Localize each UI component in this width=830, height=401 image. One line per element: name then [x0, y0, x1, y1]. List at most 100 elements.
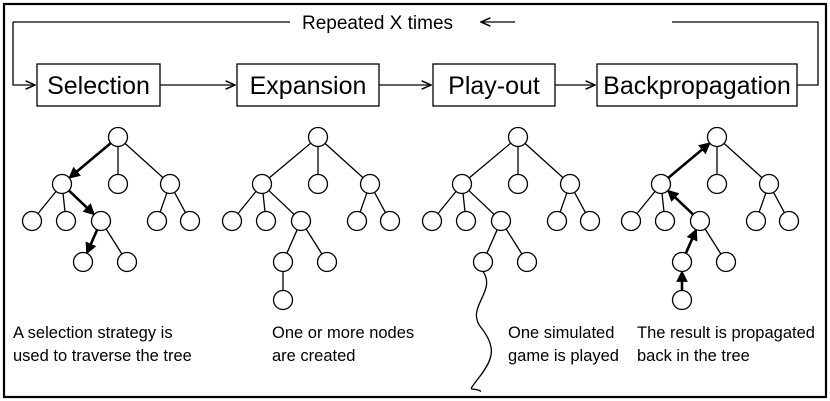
phase-playout-label: Play-out: [448, 72, 540, 100]
tree-node: [307, 126, 329, 148]
tree-edge: [359, 192, 368, 213]
tree-edge: [468, 142, 512, 179]
tree-edge: [772, 192, 786, 213]
tree-node: [272, 289, 294, 311]
caption-backpropagation-line2: back in the tree: [637, 347, 750, 365]
tree-edge: [373, 192, 387, 213]
phase-selection-box: Selection: [36, 63, 161, 107]
tree-node: [251, 173, 273, 195]
tree-node: [706, 173, 728, 195]
tree-node: [221, 210, 243, 232]
phase-backpropagation-label: Backpropagation: [603, 72, 791, 100]
caption-expansion-line2: are created: [272, 347, 355, 365]
caption-selection: A selection strategy is used to traverse…: [13, 324, 192, 365]
tree-edge: [723, 142, 763, 179]
tree-node: [507, 126, 529, 148]
tree-edge: [268, 142, 312, 179]
tree-edge: [636, 190, 656, 215]
caption-expansion-line1: One or more nodes: [272, 324, 414, 342]
caption-playout: One simulated game is played: [508, 324, 619, 365]
tree-node: [146, 210, 168, 232]
trees-layer: [21, 126, 800, 393]
caption-expansion: One or more nodes are created: [272, 324, 414, 365]
tree-edge: [173, 192, 187, 213]
caption-playout-line2: game is played: [508, 347, 619, 365]
tree-edge: [124, 142, 164, 179]
tree-edge: [524, 142, 564, 179]
phase-backpropagation-box: Backpropagation: [596, 63, 798, 107]
tree-edge: [62, 193, 66, 212]
tree-node: [654, 210, 676, 232]
tree-node: [706, 126, 728, 148]
tree-node: [159, 173, 181, 195]
tree-node: [671, 289, 693, 311]
tree-edge: [105, 228, 123, 255]
tree-selection: [21, 126, 201, 273]
tree-node: [307, 173, 329, 195]
tree-path-arrow: [85, 229, 99, 255]
tree-edge: [268, 190, 295, 215]
tree-node: [579, 210, 601, 232]
tree-node: [359, 173, 381, 195]
tree-edge: [159, 192, 168, 213]
tree-edge: [262, 193, 266, 212]
tree-node: [379, 210, 401, 232]
caption-selection-line1: A selection strategy is: [13, 324, 173, 342]
tree-node: [346, 210, 368, 232]
tree-path-arrow: [666, 189, 695, 216]
tree-playout: [421, 126, 601, 393]
tree-edge: [661, 193, 665, 212]
tree-edge: [486, 229, 498, 254]
loop-label: Repeated X times: [302, 13, 453, 34]
tree-node: [715, 251, 737, 273]
tree-edge: [704, 228, 722, 255]
tree-node: [316, 251, 338, 273]
tree-node: [745, 210, 767, 232]
tree-node: [107, 173, 129, 195]
caption-backpropagation-line1: The result is propagated: [637, 324, 815, 342]
tree-node: [21, 210, 43, 232]
tree-path-arrow: [67, 189, 96, 216]
phase-selection-label: Selection: [47, 72, 150, 100]
tree-node: [451, 173, 473, 195]
tree-node: [455, 210, 477, 232]
tree-node: [758, 173, 780, 195]
tree-edge: [286, 229, 298, 254]
tree-edge: [305, 228, 323, 255]
tree-edge: [468, 190, 495, 215]
tree-node: [778, 210, 800, 232]
tree-edge: [758, 192, 767, 213]
tree-edge: [505, 228, 523, 255]
tree-edge: [437, 190, 457, 215]
tree-edge: [559, 192, 568, 213]
loop-arrow: [12, 22, 819, 85]
tree-node: [90, 210, 112, 232]
tree-node: [51, 173, 73, 195]
phase-playout-box: Play-out: [432, 63, 556, 107]
tree-expansion: [221, 126, 401, 311]
tree-node: [255, 210, 277, 232]
tree-node: [107, 126, 129, 148]
tree-node: [55, 210, 77, 232]
tree-path-arrow: [684, 228, 698, 254]
tree-node: [490, 210, 512, 232]
tree-node: [671, 251, 693, 273]
playout-squiggle: [470, 271, 492, 393]
caption-backpropagation: The result is propagated back in the tre…: [637, 324, 815, 365]
caption-playout-line1: One simulated: [508, 324, 614, 342]
tree-node: [650, 173, 672, 195]
tree-node: [472, 251, 494, 273]
tree-edge: [37, 190, 57, 215]
tree-node: [559, 173, 581, 195]
tree-node: [272, 251, 294, 273]
tree-node: [116, 251, 138, 273]
tree-node: [72, 251, 94, 273]
phase-expansion-label: Expansion: [250, 72, 367, 100]
tree-node: [179, 210, 201, 232]
tree-backprop: [620, 126, 800, 311]
tree-edge: [324, 142, 364, 179]
phase-expansion-box: Expansion: [236, 63, 380, 107]
